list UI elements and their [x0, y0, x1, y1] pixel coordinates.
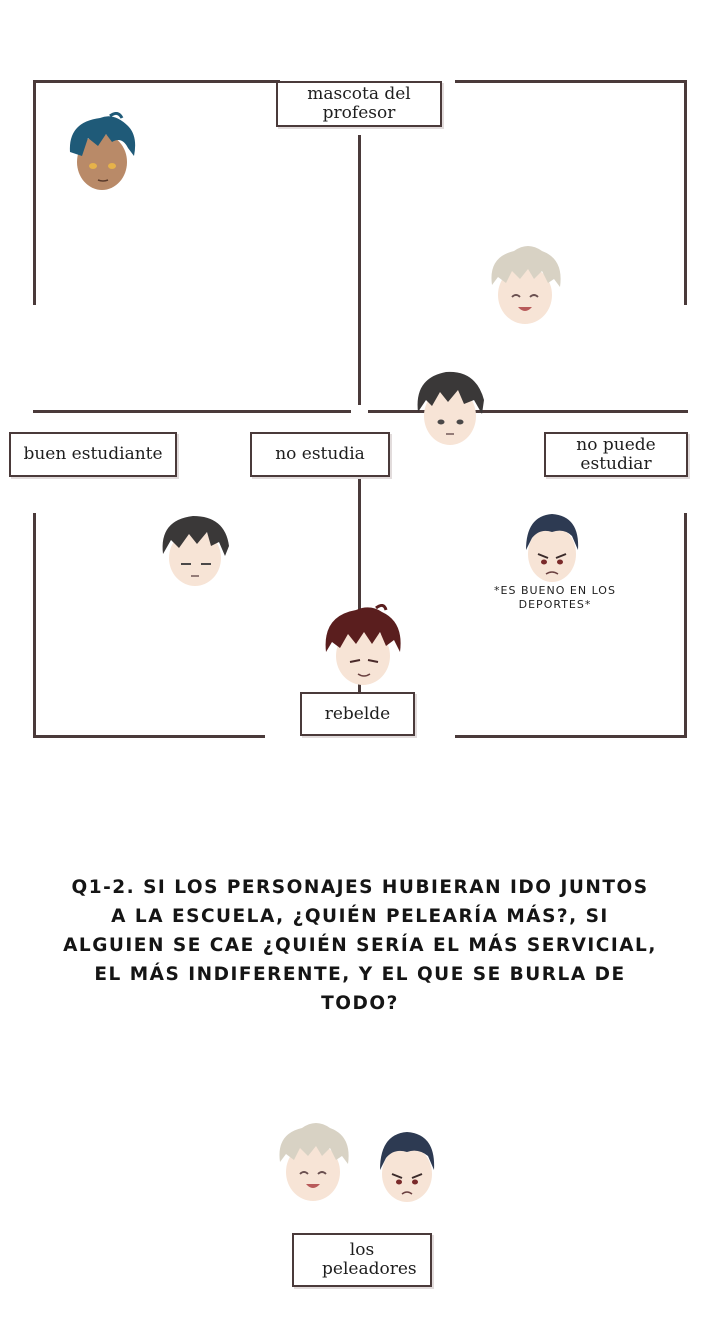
- axis-label-top-text: mascota del profesor: [307, 84, 411, 123]
- sports-note-text: *ES BUENO EN LOS DEPORTES*: [494, 584, 616, 611]
- frame-right-upper: [684, 80, 687, 305]
- frame-left-lower: [33, 513, 36, 738]
- answer-label-text: los peleadores: [322, 1240, 417, 1279]
- character-face-blue-hair: [69, 112, 136, 190]
- sports-note: *ES BUENO EN LOS DEPORTES*: [490, 584, 620, 612]
- character-face-blond-fighter: [279, 1123, 349, 1201]
- frame-top-right: [455, 80, 687, 83]
- character-face-blond-smiling: [491, 246, 561, 324]
- vertical-axis-lower: [358, 478, 361, 693]
- frame-bottom-right: [455, 735, 687, 738]
- vertical-axis-upper: [358, 135, 361, 405]
- frame-right-lower: [684, 513, 687, 738]
- character-face-navy-fighter: [380, 1132, 435, 1202]
- answer-label: los peleadores: [292, 1233, 432, 1287]
- character-face-navy-hair-stern: [526, 514, 579, 582]
- axis-label-right: no puede estudiar: [544, 432, 688, 477]
- character-face-red-hair: [325, 604, 401, 685]
- axis-label-left: buen estudiante: [9, 432, 177, 477]
- frame-bottom-left: [33, 735, 265, 738]
- character-face-dark-hair-calm: [417, 371, 484, 445]
- axis-label-bottom-text: rebelde: [324, 703, 391, 724]
- axis-label-bottom: rebelde: [300, 692, 415, 736]
- axis-label-left-text: buen estudiante: [23, 444, 163, 464]
- axis-label-center-text: no estudia: [275, 444, 365, 464]
- frame-top-left: [33, 80, 280, 83]
- frame-left-upper: [33, 80, 36, 305]
- axis-label-top: mascota del profesor: [276, 81, 442, 127]
- axis-label-center: no estudia: [250, 432, 390, 477]
- question-text: Q1-2. SI LOS PERSONAJES HUBIERAN IDO JUN…: [63, 877, 657, 1014]
- axis-label-right-text: no puede estudiar: [576, 434, 656, 474]
- horizontal-axis-right: [368, 410, 688, 413]
- horizontal-axis-left: [33, 410, 351, 413]
- character-face-dark-hair-tired: [162, 516, 229, 586]
